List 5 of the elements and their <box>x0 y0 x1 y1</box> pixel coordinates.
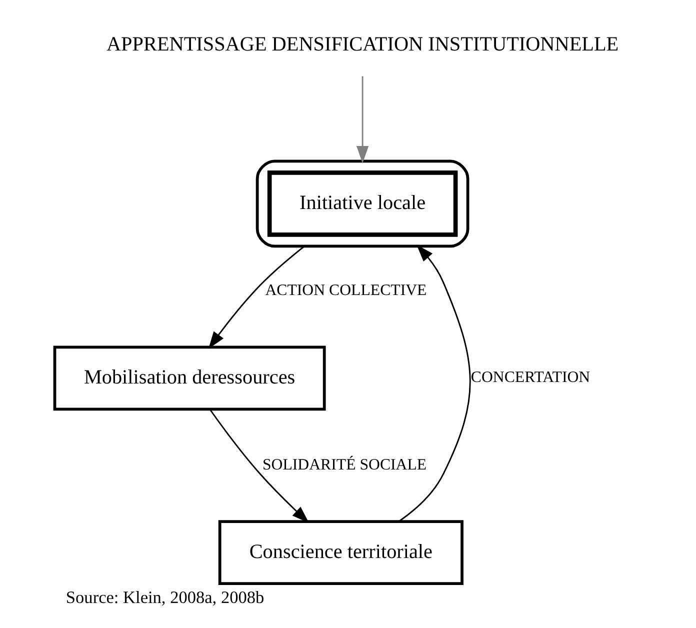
edge-label: CONCERTATION <box>470 369 590 386</box>
edge-label: ACTION COLLECTIVE <box>264 282 426 299</box>
edge-label: SOLIDARITÉ SOCIALE <box>262 456 426 474</box>
node-text: APPRENTISSAGE DENSIFICATION INSTITUTIONNELLE <box>106 33 618 56</box>
caption: Source: Klein, 2008a, 2008b <box>65 588 264 608</box>
